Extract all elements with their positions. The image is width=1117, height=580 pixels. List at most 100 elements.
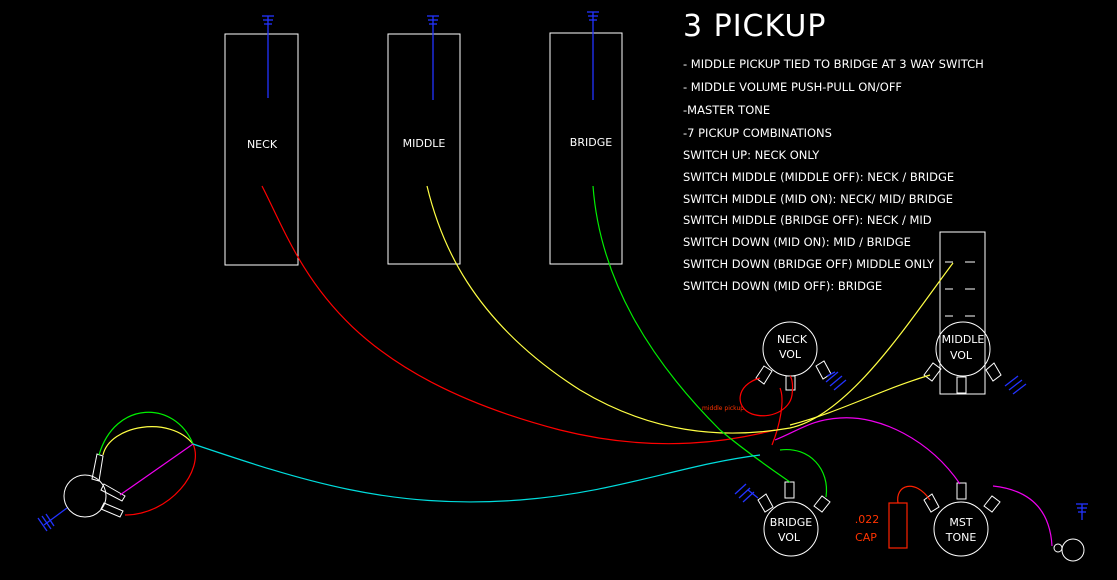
neck-vol-lug-center xyxy=(785,375,796,391)
master-tone-lugs xyxy=(923,482,1001,513)
master-tone-label-1: MST xyxy=(949,516,972,529)
bridge-vol-label-1: BRIDGE xyxy=(770,516,812,529)
master-tone-lug-center xyxy=(956,482,967,500)
diagram-title: 3 PICKUP xyxy=(683,9,826,44)
bridge-vol-body xyxy=(763,501,819,557)
neck-pickup-label: NECK xyxy=(247,138,278,151)
note-1: - MIDDLE PICKUP TIED TO BRIDGE AT 3 WAY … xyxy=(683,57,984,71)
tone-feed-wire xyxy=(774,417,961,485)
middle-vol-lug-left xyxy=(923,362,942,382)
neck-vol-pot: NECK VOL xyxy=(755,321,832,391)
jack-ground-icon xyxy=(37,507,68,532)
output-jack-body xyxy=(63,474,107,518)
middle-vol-lug-right xyxy=(985,362,1002,382)
bridge-vol-ground-bar xyxy=(742,491,755,503)
bridge-vol-ground-bar xyxy=(738,487,751,499)
jack-ground-lead xyxy=(43,507,68,526)
neck-vol-lug-left xyxy=(755,365,773,385)
capacitor-label: CAP xyxy=(855,531,877,544)
bridge-pickup: BRIDGE xyxy=(549,32,623,265)
output-jack-lugs xyxy=(91,453,126,518)
middle-vol-pot: MIDDLE VOL xyxy=(923,321,1002,394)
capacitor-value: .022 xyxy=(855,513,880,526)
note-9: SWITCH DOWN (MID ON): MID / BRIDGE xyxy=(683,235,911,249)
middle-vol-wire xyxy=(789,374,931,426)
middle-hot-wire xyxy=(426,185,954,434)
middle-vol-ground-icon xyxy=(1004,375,1027,395)
neck-hot-wire xyxy=(261,185,776,445)
output-jack-lug-right xyxy=(100,483,126,502)
output-jack-lug-bottom xyxy=(100,502,124,518)
note-7: SWITCH MIDDLE (MID ON): NECK/ MID/ BRIDG… xyxy=(683,192,953,206)
bridge-pickup-body xyxy=(549,32,623,265)
bridge-vol-ground-lead xyxy=(747,489,759,499)
wires xyxy=(98,185,1053,547)
bridge-vol-loop-wire xyxy=(779,449,828,498)
switch-contacts xyxy=(945,261,975,317)
note-3: -MASTER TONE xyxy=(683,103,770,117)
middle-vol-ground-bar xyxy=(1004,375,1019,387)
neck-vol-ground-bar xyxy=(833,379,847,391)
jack-shield-wire xyxy=(124,443,196,516)
neck-vol-lugs xyxy=(755,360,832,391)
neck-vol-ground-icon xyxy=(825,371,847,391)
ground-lug-ring xyxy=(1061,538,1085,562)
bridge-vol-pot: BRIDGE VOL xyxy=(757,481,831,557)
jack-ground-bar xyxy=(37,517,48,532)
note-4: -7 PICKUP COMBINATIONS xyxy=(683,126,832,140)
neck-vol-lug-right xyxy=(815,360,832,380)
jack-tip-wire xyxy=(119,443,194,496)
notes-list: - MIDDLE PICKUP TIED TO BRIDGE AT 3 WAY … xyxy=(683,57,984,293)
jack-yellow-wire xyxy=(102,426,194,456)
master-tone-lug-left xyxy=(923,493,940,513)
neck-pickup-body xyxy=(224,33,299,266)
master-tone-pot: MST TONE xyxy=(923,482,1001,557)
note-5: SWITCH UP: NECK ONLY xyxy=(683,148,820,162)
bridge-hot-wire xyxy=(592,185,791,483)
capacitor-body xyxy=(888,502,908,549)
middle-vol-lug-center xyxy=(956,376,967,394)
bridge-vol-ground-bar xyxy=(734,483,747,495)
capacitor-lead-wire xyxy=(897,485,931,504)
ground-lug-tab xyxy=(1053,543,1063,553)
neck-vol-ground-bar xyxy=(829,375,843,387)
middle-vol-label-2: VOL xyxy=(950,349,973,362)
bridge-vol-lug-center xyxy=(784,481,795,499)
neck-vol-ground-bar xyxy=(825,371,839,383)
output-jack-lug-top xyxy=(91,453,104,482)
ground-symbols xyxy=(37,371,1088,532)
middle-pickup-note: middle pickup xyxy=(702,405,744,412)
tone-ground-wire xyxy=(992,485,1053,547)
middle-pickup-body xyxy=(387,33,461,265)
bridge-vol-lug-right xyxy=(813,495,831,513)
note-6: SWITCH MIDDLE (MIDDLE OFF): NECK / BRIDG… xyxy=(683,170,954,184)
note-10: SWITCH DOWN (BRIDGE OFF) MIDDLE ONLY xyxy=(683,257,935,271)
neck-vol-loop-wire xyxy=(739,375,794,417)
middle-vol-body xyxy=(935,321,991,377)
ground-lug xyxy=(1053,538,1085,562)
switch-body xyxy=(939,231,986,395)
bridge-vol-lugs xyxy=(757,481,831,513)
tone-capacitor: .022 CAP xyxy=(855,502,908,549)
middle-pickup-label: MIDDLE xyxy=(403,137,446,150)
neck-vol-ground-lead xyxy=(826,371,836,377)
neck-vol-label-1: NECK xyxy=(777,333,808,346)
master-tone-body xyxy=(933,501,989,557)
middle-vol-ground-bar xyxy=(1008,379,1023,391)
middle-vol-label-1: MIDDLE xyxy=(942,333,985,346)
three-way-switch xyxy=(939,231,986,395)
bridge-vol-lug-left xyxy=(757,493,774,513)
middle-pickup: MIDDLE xyxy=(387,33,461,265)
neck-pickup: NECK xyxy=(224,33,299,266)
neck-vol-label-2: VOL xyxy=(779,348,802,361)
master-tone-label-2: TONE xyxy=(945,531,977,544)
bridge-vol-ground-icon xyxy=(734,483,759,503)
neck-vol-link-wire xyxy=(771,387,783,446)
output-wire xyxy=(192,443,761,503)
note-11: SWITCH DOWN (MID OFF): BRIDGE xyxy=(683,279,882,293)
tone-ground-icon xyxy=(1076,503,1088,520)
master-tone-lug-right xyxy=(983,495,1001,513)
note-2: - MIDDLE VOLUME PUSH-PULL ON/OFF xyxy=(683,80,902,94)
output-jack xyxy=(63,453,126,518)
jack-ground-bar xyxy=(45,513,55,527)
